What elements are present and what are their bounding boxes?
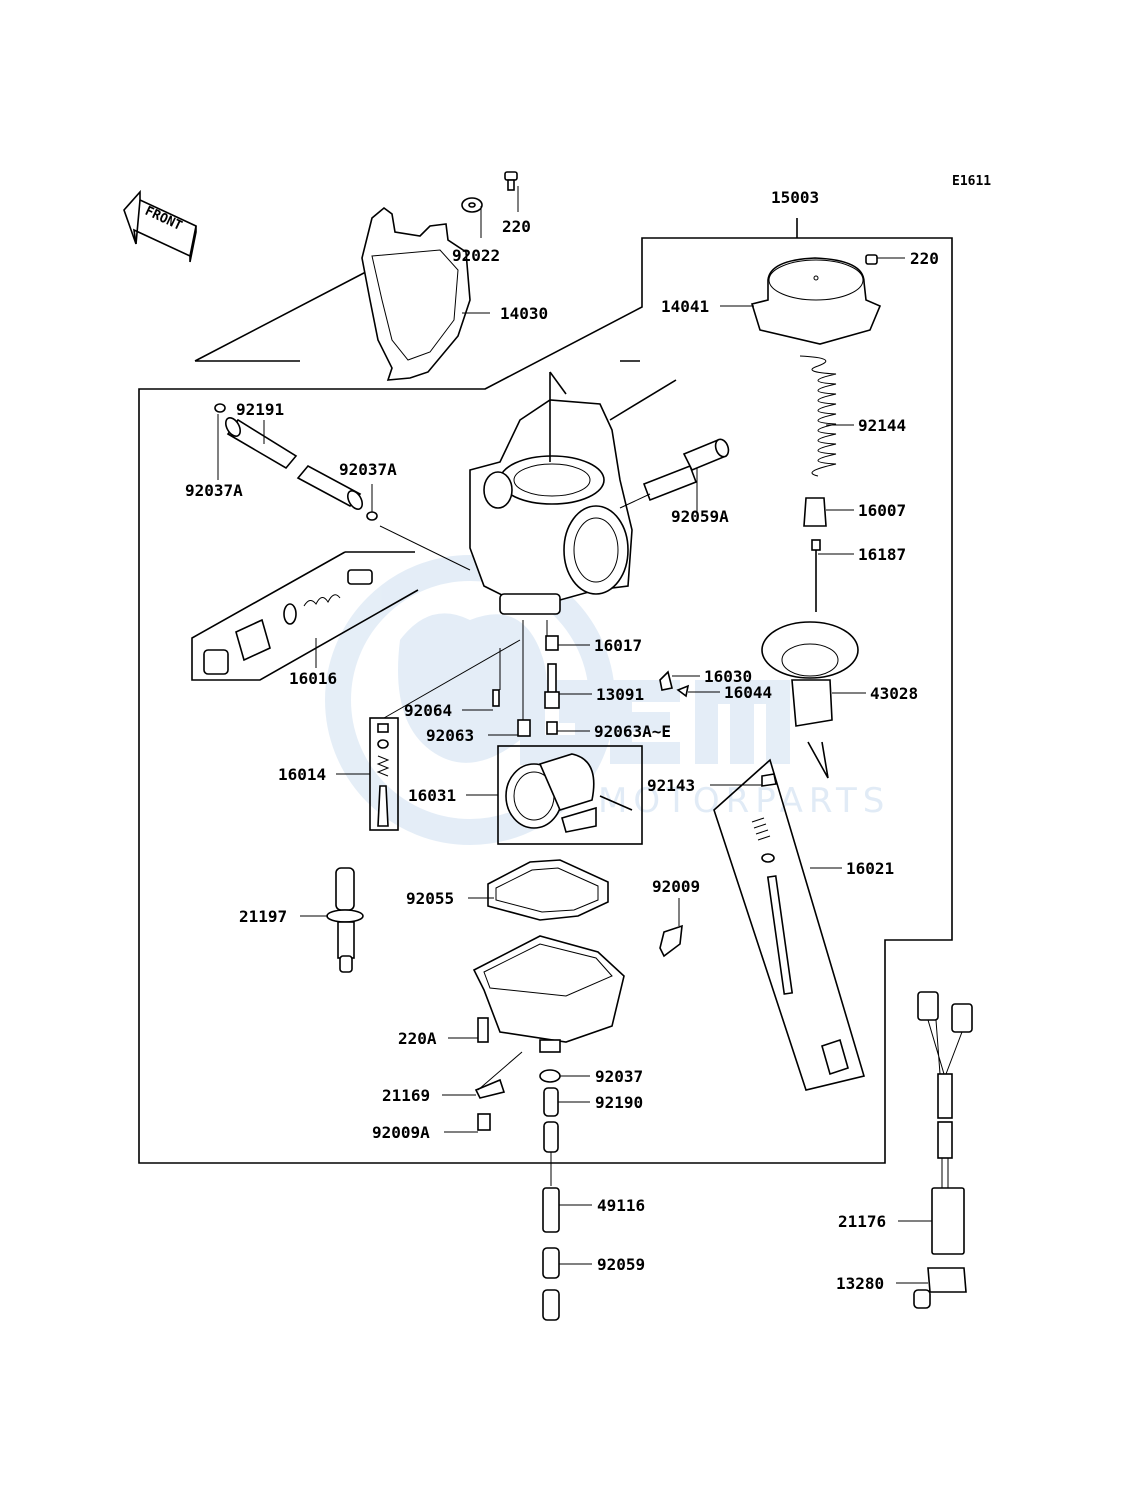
label-43028: 43028 xyxy=(870,684,918,703)
label-16017: 16017 xyxy=(594,636,642,655)
plug-16030 xyxy=(659,670,673,691)
clip-92037 xyxy=(539,1069,561,1083)
choke-kit-16016 xyxy=(191,551,419,681)
adjuster-kit-16021 xyxy=(713,758,866,1091)
label-14041: 14041 xyxy=(661,297,709,316)
fitting-21197 xyxy=(326,867,364,973)
harness-21176 xyxy=(917,991,973,1255)
label-92037A-left: 92037A xyxy=(185,481,243,500)
label-92009A: 92009A xyxy=(372,1123,430,1142)
float-bowl xyxy=(472,935,625,1053)
label-15003: 15003 xyxy=(771,188,819,207)
jets xyxy=(492,620,690,737)
label-16007: 16007 xyxy=(858,501,906,520)
label-16187: 16187 xyxy=(858,545,906,564)
label-92009: 92009 xyxy=(652,877,700,896)
diagram-code: E1611 xyxy=(952,174,991,189)
clip-16044 xyxy=(676,684,690,698)
jet-16017 xyxy=(545,635,559,651)
label-16014: 16014 xyxy=(278,765,326,784)
piston-43028 xyxy=(761,621,859,779)
screw-220-top xyxy=(504,171,518,191)
holder-16007 xyxy=(803,497,827,527)
label-92037A-right: 92037A xyxy=(339,460,397,479)
cover-14030 xyxy=(361,206,471,381)
screw-92064 xyxy=(492,689,500,707)
label-13280: 13280 xyxy=(836,1274,884,1293)
label-49116: 49116 xyxy=(597,1196,645,1215)
label-92191: 92191 xyxy=(236,400,284,419)
label-220A: 220A xyxy=(398,1029,437,1048)
label-92059A: 92059A xyxy=(671,507,729,526)
callout-labels: 220 92022 14030 15003 220 14041 92144 16… xyxy=(185,188,939,1293)
label-16016: 16016 xyxy=(289,669,337,688)
label-21197: 21197 xyxy=(239,907,287,926)
bracket-21169 xyxy=(474,1078,506,1099)
leader-lines xyxy=(217,186,932,1284)
screw-220-right xyxy=(865,254,878,265)
label-92190: 92190 xyxy=(595,1093,643,1112)
label-21169: 21169 xyxy=(382,1086,430,1105)
needle-16187-head xyxy=(811,539,821,551)
pilot-jet-92063A xyxy=(546,721,558,735)
watermark: MOTORPARTS xyxy=(325,555,890,845)
screw-92009A xyxy=(477,1113,491,1131)
screw-220A xyxy=(477,1017,489,1043)
clamp-92037A-right xyxy=(366,511,378,521)
jet-92063 xyxy=(517,719,531,737)
label-13091: 13091 xyxy=(596,685,644,704)
label-220-top: 220 xyxy=(502,217,531,236)
gasket-92055 xyxy=(487,859,609,921)
label-92063: 92063 xyxy=(426,726,474,745)
watermark-brand: GEM xyxy=(520,769,525,771)
adapter-49116 xyxy=(542,1187,560,1233)
label-92022: 92022 xyxy=(452,246,500,265)
carburetor-body xyxy=(469,371,677,615)
label-21176: 21176 xyxy=(838,1212,886,1231)
cover-frame xyxy=(194,261,640,362)
screw-92009 xyxy=(659,924,683,958)
hose-92190 xyxy=(543,1087,559,1117)
top-cap-14041 xyxy=(750,254,882,345)
label-16044: 16044 xyxy=(724,683,772,702)
label-92063A-E: 92063A~E xyxy=(594,722,671,741)
hose-92191 xyxy=(224,417,364,510)
carburetor-assembly-frame xyxy=(138,237,953,1164)
clamp-92037A-left xyxy=(214,403,226,413)
label-220-right: 220 xyxy=(910,249,939,268)
nut-92143 xyxy=(761,773,777,787)
throttle-assembly-16031 xyxy=(497,745,643,845)
label-16021: 16021 xyxy=(846,859,894,878)
label-92037: 92037 xyxy=(595,1067,643,1086)
label-92055: 92055 xyxy=(406,889,454,908)
label-92064: 92064 xyxy=(404,701,452,720)
watermark-subtitle: MOTORPARTS xyxy=(598,781,890,821)
hose-92059 xyxy=(542,1247,560,1279)
front-arrow-icon: FRONT xyxy=(123,189,197,263)
hose-92059A xyxy=(619,438,730,509)
label-16031: 16031 xyxy=(408,786,456,805)
sensor-13280 xyxy=(913,1267,967,1309)
label-92059: 92059 xyxy=(597,1255,645,1274)
spring-92144 xyxy=(799,355,837,477)
drain-hose-stack xyxy=(542,1087,560,1321)
label-92143: 92143 xyxy=(647,776,695,795)
label-14030: 14030 xyxy=(500,304,548,323)
label-92144: 92144 xyxy=(858,416,906,435)
label-16030: 16030 xyxy=(704,667,752,686)
